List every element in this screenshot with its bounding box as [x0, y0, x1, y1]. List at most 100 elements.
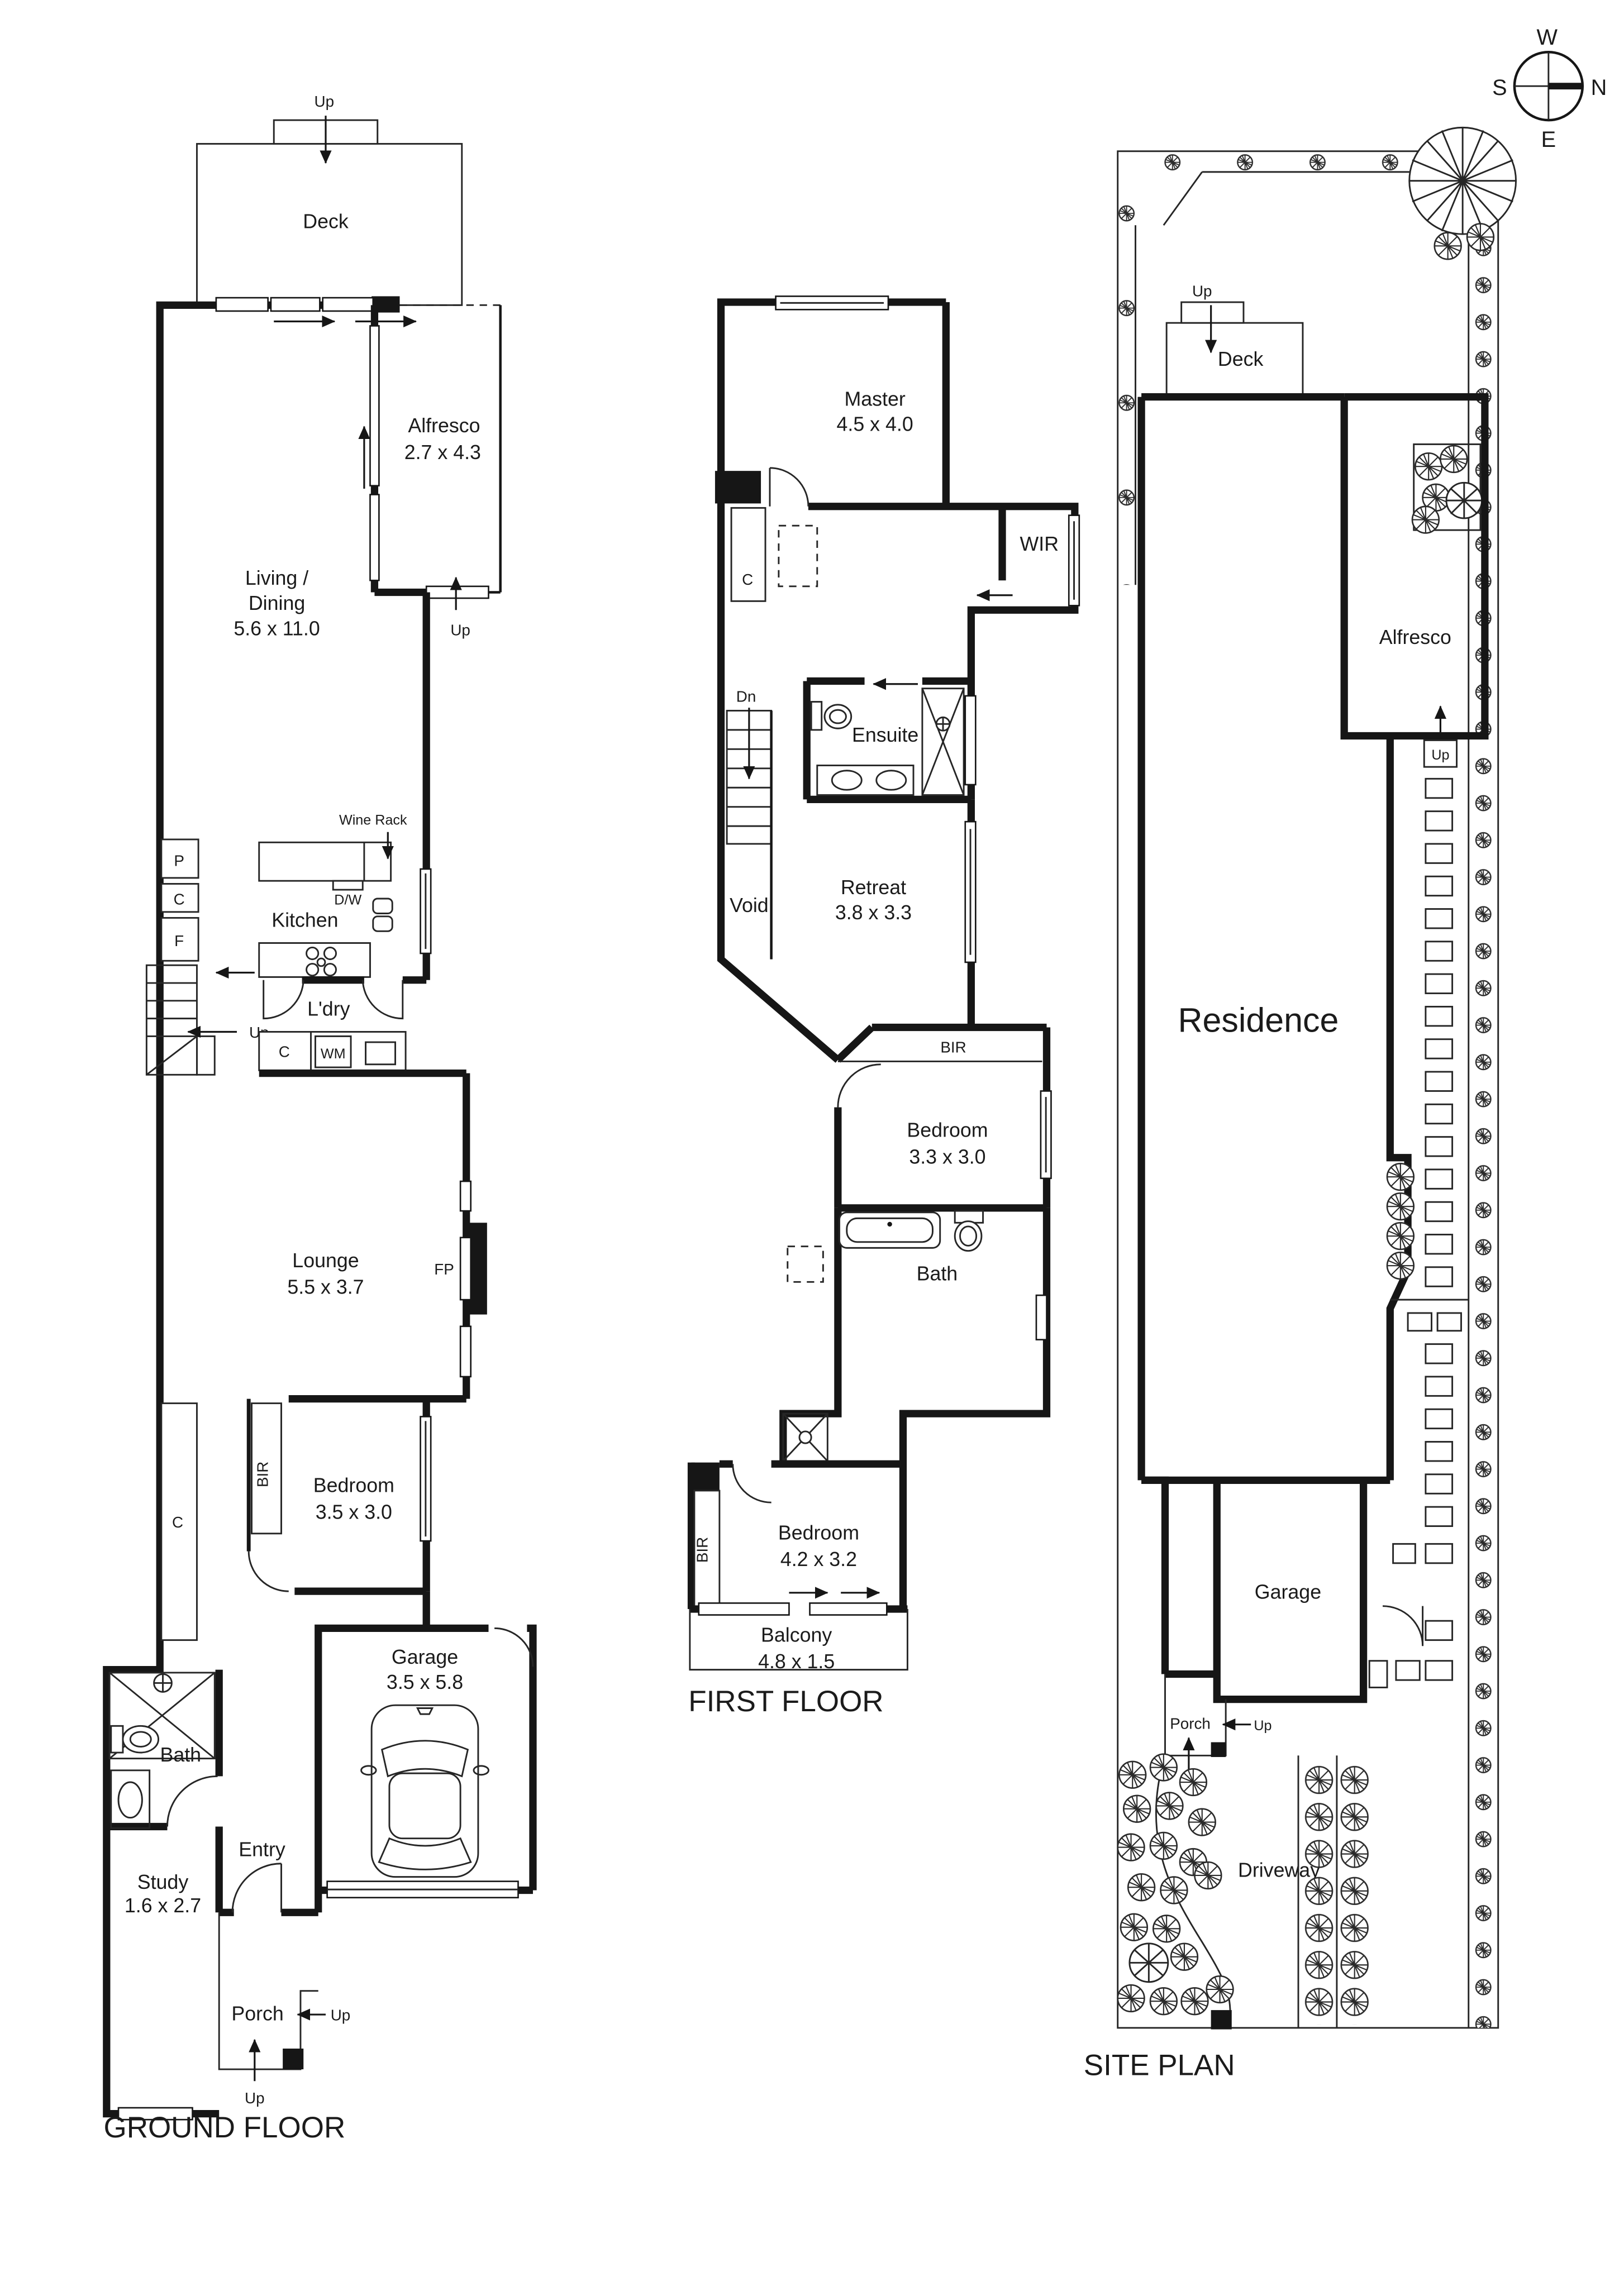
bath-door	[166, 1775, 218, 1827]
bath-label: Bath	[160, 1744, 202, 1766]
cupboard-closet	[160, 883, 199, 913]
front-garden	[1117, 1753, 1234, 2016]
site-porch-up-label: Up	[1254, 1718, 1271, 1734]
first-floor-title: FIRST FLOOR	[688, 1685, 883, 1718]
bedroom3-label: Bedroom	[778, 1521, 859, 1544]
bedroom-dims: 3.5 x 3.0	[316, 1501, 392, 1523]
study-label: Study	[137, 1871, 189, 1893]
kitchen-bench	[258, 841, 392, 882]
bedroom-bir-closet	[251, 1402, 282, 1535]
deck-up-label: Up	[315, 93, 335, 110]
chimney-dashed	[787, 1245, 824, 1283]
left-garden-bed	[1117, 166, 1136, 585]
compass: W S N E	[1492, 25, 1607, 152]
master-label: Master	[844, 388, 905, 410]
wine-rack-label: Wine Rack	[339, 812, 407, 828]
kitchen-sink	[372, 915, 393, 932]
site-alfresco-label: Alfresco	[1379, 626, 1451, 648]
shrub-icon	[1440, 445, 1468, 474]
entry-label: Entry	[239, 1839, 285, 1861]
slider-window	[322, 297, 374, 312]
site-plan-title: SITE PLAN	[1084, 2049, 1235, 2082]
tree	[1408, 126, 1517, 235]
site-boundary	[1117, 150, 1499, 2029]
ff-shower	[782, 1412, 828, 1462]
site-alfresco-up-label: Up	[1431, 747, 1449, 763]
bedroom3-pillar	[691, 1462, 720, 1491]
up-paver	[1423, 739, 1458, 768]
pantry-closet	[160, 838, 199, 879]
bath-basin	[122, 1725, 160, 1754]
lounge-window	[459, 1325, 472, 1378]
laundry-cupboard-label: C	[279, 1043, 290, 1061]
ff-bath-window	[1035, 1294, 1047, 1340]
bed-chamfer	[1163, 171, 1203, 226]
site-deck-label: Deck	[1218, 348, 1264, 370]
gf-stairs	[145, 964, 237, 1076]
shrub-icon	[1386, 1192, 1415, 1221]
compass-w: W	[1536, 25, 1558, 50]
bathtub	[839, 1211, 941, 1249]
residence-left-walls	[1137, 393, 1345, 1678]
laundry-door	[263, 980, 304, 1020]
study-dims: 1.6 x 2.7	[125, 1894, 201, 1917]
balcony-label: Balcony	[761, 1624, 832, 1646]
bedroom-bir-label: BIR	[254, 1462, 272, 1487]
bir-label: BIR	[940, 1039, 966, 1056]
fridge-space	[160, 917, 199, 962]
fireplace-opening	[459, 1237, 472, 1301]
site-porch-pillar	[1211, 1742, 1226, 1757]
compass-s: S	[1492, 75, 1507, 100]
ff-toilet	[954, 1220, 983, 1252]
shrub-icon	[1411, 505, 1440, 534]
deck-label: Deck	[303, 211, 349, 233]
compass-e: E	[1541, 127, 1556, 152]
cupboard-label: C	[174, 891, 185, 908]
lounge-dims: 5.5 x 3.7	[287, 1276, 364, 1299]
retreat-dims: 3.8 x 3.3	[835, 901, 912, 924]
study-window	[117, 2107, 193, 2121]
wir-label: WIR	[1020, 533, 1059, 555]
garage-label: Garage	[392, 1646, 458, 1668]
bir-walls	[835, 1023, 1047, 1063]
garage-door-swing	[494, 1627, 534, 1667]
alfresco-window	[369, 325, 380, 486]
toilet	[110, 1769, 151, 1829]
ensuite-toilet	[823, 704, 853, 729]
ff-cupboard-label: C	[742, 571, 753, 588]
compass-n: N	[1591, 75, 1607, 100]
living-label-1: Living /	[245, 567, 308, 589]
master-dims: 4.5 x 4.0	[837, 413, 913, 436]
residence-label: Residence	[1178, 1001, 1339, 1039]
ensuite-shower	[921, 688, 965, 796]
site-porch-label: Porch	[1170, 1715, 1211, 1732]
fireplace-label: FP	[434, 1261, 454, 1278]
side-gate	[1383, 1605, 1424, 1646]
drive-bed-1	[1301, 1761, 1337, 2025]
drive-bed-2	[1340, 1761, 1375, 2025]
kitchen-sink	[372, 898, 393, 914]
cooktop	[306, 946, 337, 977]
site-garage-label: Garage	[1255, 1581, 1321, 1603]
ground-floor-plan: Up Deck Alfresco 2.7 x 4.3 Up Living / D…	[103, 93, 537, 2144]
bedroom3-door	[732, 1464, 771, 1503]
porch-label: Porch	[231, 2003, 283, 2025]
porch-pillar	[283, 2048, 304, 2070]
porch-up-label: Up	[245, 2089, 265, 2107]
dishwasher-label: D/W	[334, 892, 361, 908]
bedroom-door	[247, 1551, 289, 1592]
balcony-dims: 4.8 x 1.5	[758, 1650, 835, 1673]
ensuite-label: Ensuite	[852, 724, 918, 746]
bedroom2-door	[837, 1063, 881, 1108]
ensuite-vanity	[816, 765, 915, 796]
kitchen-label: Kitchen	[272, 909, 338, 931]
ensuite-window	[964, 695, 977, 786]
paver-path	[1368, 777, 1462, 1688]
first-floor-plan: Master 4.5 x 4.0 C WIR Dn Void Ensuite R…	[687, 295, 1080, 1718]
porch-outline	[218, 1912, 318, 2070]
living-label-2: Dining	[249, 592, 305, 614]
alfresco-up-label: Up	[450, 621, 470, 638]
alfresco-door-window	[425, 585, 489, 599]
